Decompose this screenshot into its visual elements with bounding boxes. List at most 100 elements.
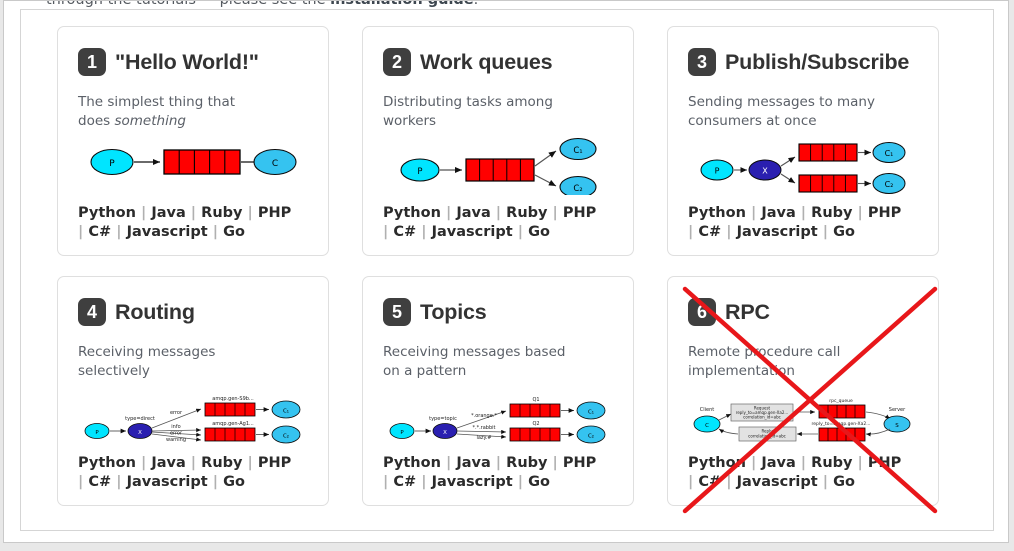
lang-separator: | xyxy=(822,223,829,240)
lang-link-php[interactable]: PHP xyxy=(562,205,597,221)
lang-link-java[interactable]: Java xyxy=(151,455,186,471)
lang-link-ruby[interactable]: Ruby xyxy=(506,205,548,221)
lang-link-ruby[interactable]: Ruby xyxy=(811,455,853,471)
language-links: Python | Java | Ruby | PHP | C# | Javasc… xyxy=(78,204,314,241)
svg-text:X: X xyxy=(443,430,447,436)
svg-text:Q1: Q1 xyxy=(532,397,539,403)
lang-separator: | xyxy=(421,473,427,490)
svg-text:type=topic: type=topic xyxy=(429,416,457,422)
svg-text:amqp.gen-Ag1...: amqp.gen-Ag1... xyxy=(212,421,254,427)
card-description: Remote procedure call implementation xyxy=(688,344,841,379)
lang-separator: | xyxy=(495,205,502,221)
lang-separator: | xyxy=(495,455,502,471)
lang-link-ruby[interactable]: Ruby xyxy=(201,455,243,471)
svg-text:Q2: Q2 xyxy=(532,421,539,427)
lang-link-javascript[interactable]: Javascript xyxy=(736,473,818,490)
tutorial-card-routing[interactable]: 4 Routing Receiving messages selectively… xyxy=(57,276,329,506)
lang-link-csharp[interactable]: C# xyxy=(698,473,722,490)
svg-text:lazy.#: lazy.# xyxy=(476,435,491,441)
lang-link-java[interactable]: Java xyxy=(456,455,491,471)
tutorial-card-work-queues[interactable]: 2 Work queues Distributing tasks among w… xyxy=(362,26,634,256)
lang-link-javascript[interactable]: Javascript xyxy=(126,473,208,490)
lang-link-go[interactable]: Go xyxy=(833,223,855,240)
lang-link-javascript[interactable]: Javascript xyxy=(431,473,513,490)
card-number-badge: 1 xyxy=(78,48,106,76)
lang-link-csharp[interactable]: C# xyxy=(88,473,112,490)
card-title[interactable]: Topics xyxy=(420,299,487,324)
lang-link-java[interactable]: Java xyxy=(151,205,186,221)
installation-note: through the tutorials — please see the i… xyxy=(46,0,606,8)
lang-link-javascript[interactable]: Javascript xyxy=(431,223,513,240)
lang-link-ruby[interactable]: Ruby xyxy=(811,205,853,221)
svg-text:rpc_queue: rpc_queue xyxy=(829,398,853,404)
card-title[interactable]: "Hello World!" xyxy=(115,49,259,74)
svg-text:*.*.rabbit: *.*.rabbit xyxy=(473,425,496,431)
svg-text:error: error xyxy=(170,410,183,416)
card-header: 1 "Hello World!" xyxy=(78,45,308,79)
svg-text:C₂: C₂ xyxy=(588,433,594,439)
card-title[interactable]: Routing xyxy=(115,299,195,324)
lang-link-ruby[interactable]: Ruby xyxy=(201,205,243,221)
lang-link-php[interactable]: PHP xyxy=(257,455,292,471)
lang-separator: | xyxy=(212,473,219,490)
card-number-badge: 3 xyxy=(688,48,716,76)
card-title[interactable]: Publish/Subscribe xyxy=(725,49,910,74)
lang-link-go[interactable]: Go xyxy=(223,223,245,240)
lang-link-go[interactable]: Go xyxy=(223,473,245,490)
svg-text:P: P xyxy=(95,430,99,436)
lang-link-ruby[interactable]: Ruby xyxy=(506,455,548,471)
lang-link-java[interactable]: Java xyxy=(761,205,796,221)
lang-link-python[interactable]: Python xyxy=(383,455,441,471)
installation-guide-link[interactable]: installation guide xyxy=(330,0,474,8)
lang-link-python[interactable]: Python xyxy=(688,455,746,471)
lang-separator: | xyxy=(688,473,694,490)
svg-text:reply_to=amqp.gen-Xa2...: reply_to=amqp.gen-Xa2... xyxy=(811,421,870,427)
lang-link-csharp[interactable]: C# xyxy=(393,473,417,490)
lang-link-python[interactable]: Python xyxy=(78,205,136,221)
lang-link-csharp[interactable]: C# xyxy=(698,223,722,240)
language-links: Python | Java | Ruby | PHP | C# | Javasc… xyxy=(383,204,619,241)
card-title[interactable]: RPC xyxy=(725,299,770,324)
lang-separator: | xyxy=(750,455,757,471)
lang-link-csharp[interactable]: C# xyxy=(88,223,112,240)
lang-link-javascript[interactable]: Javascript xyxy=(736,223,818,240)
diagram-topics: P X type=topic *.orange.* *.*.rabbit laz… xyxy=(363,387,633,449)
lang-link-php[interactable]: PHP xyxy=(257,205,292,221)
tutorial-card-rpc[interactable]: 6 RPC Remote procedure call implementati… xyxy=(667,276,939,506)
lang-link-java[interactable]: Java xyxy=(456,205,491,221)
svg-text:info: info xyxy=(171,424,180,430)
lang-separator: | xyxy=(421,223,427,240)
card-description-emphasis: something xyxy=(114,113,186,129)
lang-link-csharp[interactable]: C# xyxy=(393,223,417,240)
lang-link-go[interactable]: Go xyxy=(528,473,550,490)
installation-note-suffix: . xyxy=(473,0,479,8)
lang-link-python[interactable]: Python xyxy=(78,455,136,471)
card-description: Receiving messages selectively xyxy=(78,344,216,379)
svg-text:C₂: C₂ xyxy=(283,433,289,439)
svg-text:C₁: C₁ xyxy=(885,149,894,158)
card-title[interactable]: Work queues xyxy=(420,49,553,74)
lang-link-python[interactable]: Python xyxy=(383,205,441,221)
card-number-badge: 6 xyxy=(688,298,716,326)
lang-separator: | xyxy=(190,455,197,471)
tutorial-card-topics[interactable]: 5 Topics Receiving messages based on a p… xyxy=(362,276,634,506)
lang-link-go[interactable]: Go xyxy=(833,473,855,490)
diagram-publish-subscribe: P X xyxy=(668,137,938,199)
svg-text:P: P xyxy=(715,167,720,176)
lang-link-php[interactable]: PHP xyxy=(562,455,597,471)
svg-text:C₂: C₂ xyxy=(885,180,894,189)
tutorial-card-publish-subscribe[interactable]: 3 Publish/Subscribe Sending messages to … xyxy=(667,26,939,256)
installation-note-prefix: through the tutorials — please see the xyxy=(46,0,331,8)
svg-text:C₂: C₂ xyxy=(573,184,582,194)
lang-link-php[interactable]: PHP xyxy=(867,455,902,471)
card-description: Distributing tasks among workers xyxy=(383,94,553,129)
lang-separator: | xyxy=(857,205,863,221)
tutorial-card-hello-world[interactable]: 1 "Hello World!" The simplest thing that… xyxy=(57,26,329,256)
lang-link-php[interactable]: PHP xyxy=(867,205,902,221)
lang-link-javascript[interactable]: Javascript xyxy=(126,223,208,240)
lang-link-python[interactable]: Python xyxy=(688,205,746,221)
lang-link-java[interactable]: Java xyxy=(761,455,796,471)
lang-separator: | xyxy=(517,223,524,240)
lang-link-go[interactable]: Go xyxy=(528,223,550,240)
lang-separator: | xyxy=(552,205,558,221)
